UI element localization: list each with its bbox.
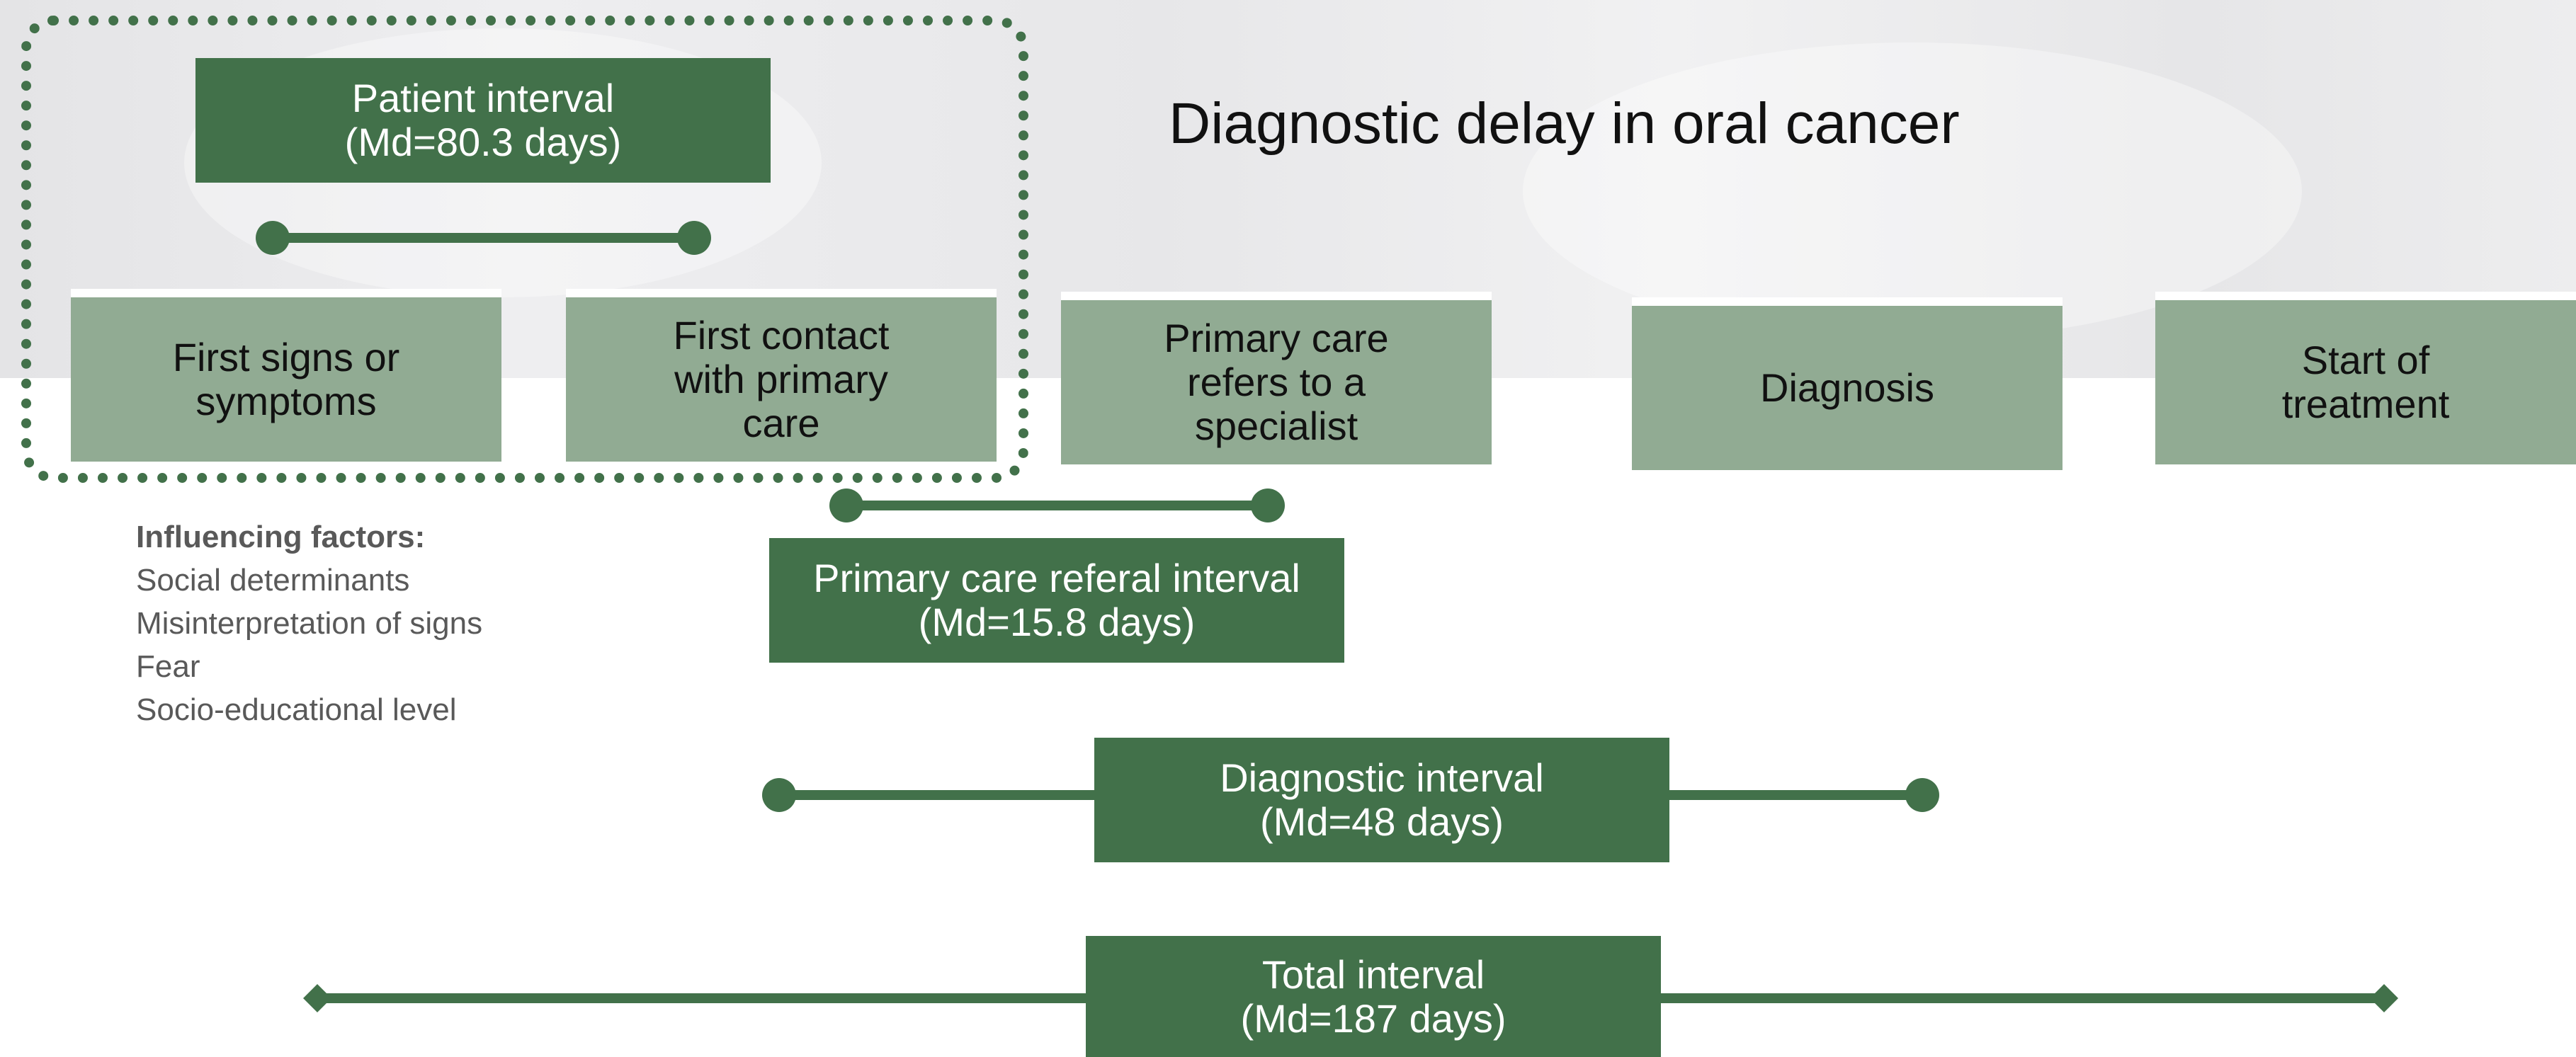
influencing-factors-heading: Influencing factors: — [136, 520, 426, 554]
diagnostic-interval-name: Diagnostic interval — [1220, 755, 1544, 800]
stage-diagnosis: Diagnosis — [1632, 297, 2062, 470]
patient-interval-highlight — [21, 16, 1028, 483]
diagnostic-interval-median: (Md=48 days) — [1260, 799, 1504, 844]
diagram-title: Diagnostic delay in oral cancer — [1169, 91, 1960, 156]
stage-first-signs: First signs or symptoms — [71, 289, 501, 462]
referral-interval-connector — [829, 488, 1285, 522]
referral-interval-median: (Md=15.8 days) — [918, 600, 1196, 644]
referral-interval-box: Primary care referal interval (Md=15.8 d… — [769, 538, 1344, 663]
influencing-factor-item: Fear — [136, 649, 200, 684]
patient-interval-name: Patient interval — [351, 76, 615, 120]
influencing-factor-item: Misinterpretation of signs — [136, 606, 483, 641]
referral-interval-name: Primary care referal interval — [813, 556, 1300, 600]
stage-specialist-referral: Primary care refers to a specialist — [1061, 292, 1492, 464]
stage-first-contact: First contact with primary care — [566, 289, 997, 462]
total-interval-name: Total interval — [1261, 952, 1485, 997]
patient-interval-connector — [256, 221, 711, 255]
patient-interval-box: Patient interval (Md=80.3 days) — [195, 58, 771, 183]
total-interval-median: (Md=187 days) — [1240, 995, 1507, 1041]
influencing-factor-item: Socio-educational level — [136, 692, 457, 727]
stage-start-treatment: Start of treatment — [2155, 292, 2576, 464]
diagnostic-interval-box: Diagnostic interval (Md=48 days) — [1094, 738, 1669, 862]
influencing-factor-item: Social determinants — [136, 563, 410, 598]
patient-interval-median: (Md=80.3 days) — [344, 120, 622, 164]
total-interval-box: Total interval (Md=187 days) — [1086, 936, 1661, 1057]
influencing-factors: Influencing factors: Social determinants… — [136, 515, 632, 731]
background-blur-shape — [1523, 42, 2302, 340]
